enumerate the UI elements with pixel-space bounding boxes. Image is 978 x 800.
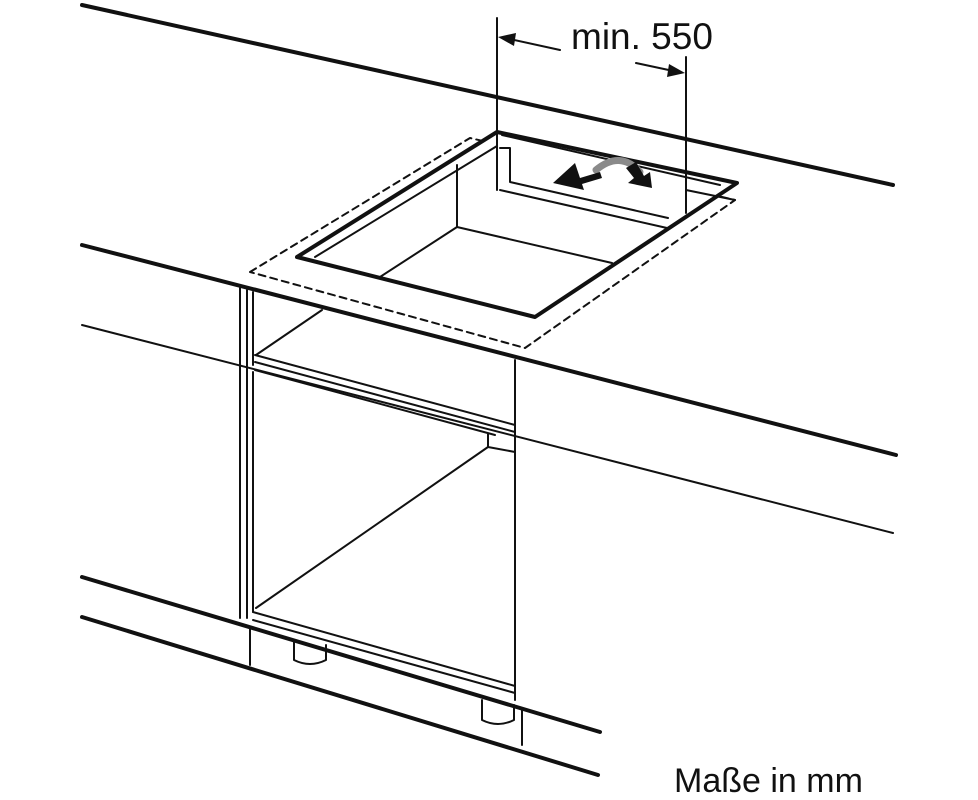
- countertop-back-edge: [80, 3, 895, 187]
- back-panel: [499, 147, 669, 219]
- back-panel-right: [685, 189, 736, 201]
- dimension-label: min. 550: [571, 16, 713, 57]
- insertion-arrowhead-left: [553, 163, 602, 190]
- cutout-inner-edge: [314, 145, 498, 258]
- dimension-arrowhead-left: [498, 33, 516, 46]
- cutout-floor-back: [456, 226, 613, 264]
- back-panel-bottom: [499, 189, 668, 229]
- units-label: Maße in mm: [674, 762, 863, 800]
- cabinet-bottom-front-1: [252, 611, 516, 687]
- insertion-arrowhead-right: [626, 162, 652, 188]
- cabinet-top-diagonal: [255, 309, 323, 356]
- shelf-front-mid: [254, 361, 516, 433]
- plinth-bottom-edge: [80, 615, 600, 777]
- shelf-front-bottom: [254, 369, 496, 436]
- cabinet-foot-right: [481, 699, 515, 725]
- dimension-arrowhead-right: [667, 64, 685, 77]
- cutout-floor-left: [379, 226, 458, 278]
- shelf-front-top: [254, 354, 516, 426]
- cabinet-bottom-front-2: [252, 619, 516, 694]
- cutout-outline: [295, 130, 739, 319]
- countertop-front-edge: [80, 243, 898, 457]
- cabinet-foot-left: [293, 639, 327, 665]
- plinth-top-edge: [80, 575, 602, 734]
- cabinet-floor-diagonal: [255, 446, 489, 609]
- countertop-underside: [81, 324, 894, 534]
- shelf-back-corner: [487, 433, 516, 453]
